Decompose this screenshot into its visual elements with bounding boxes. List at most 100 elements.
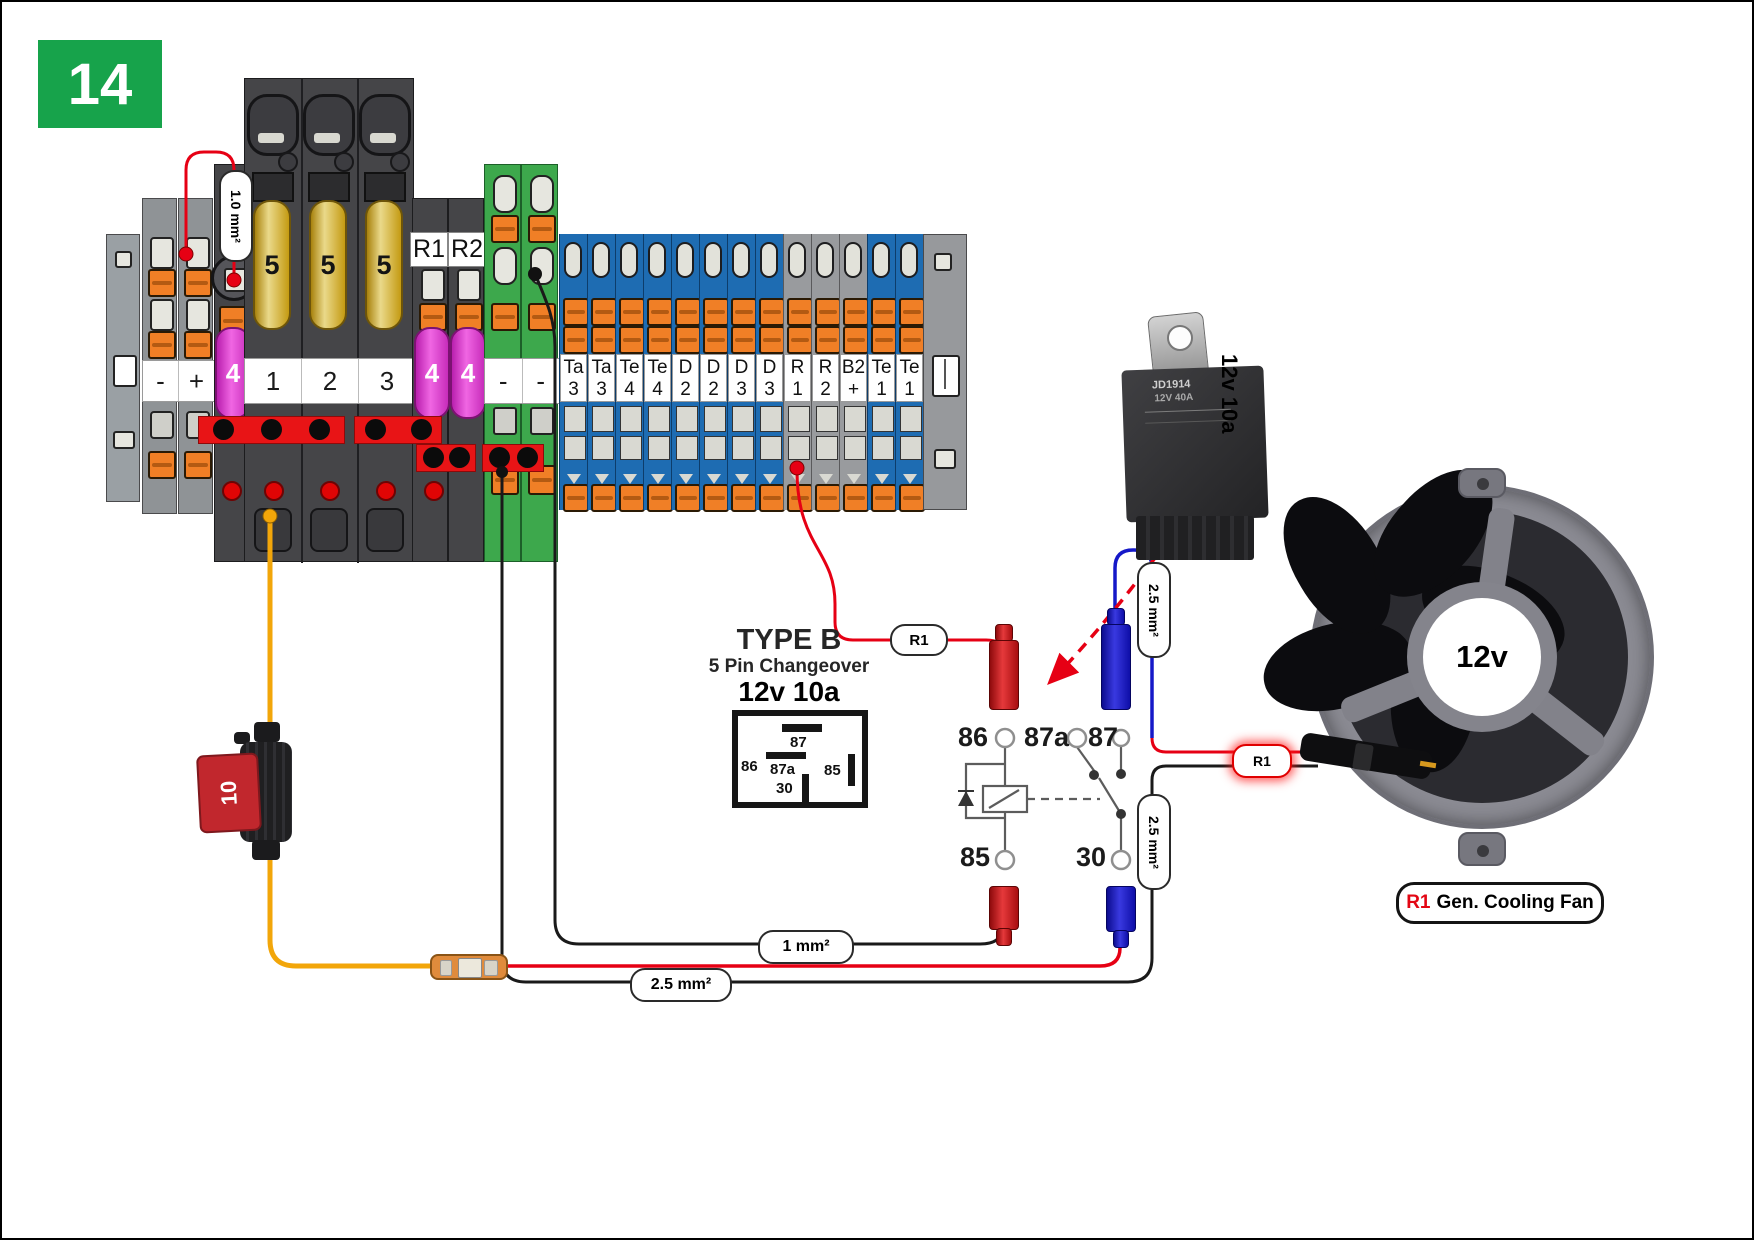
butt-splice-connector (430, 954, 508, 980)
fuse-holder-top-nub (254, 722, 280, 742)
wire-red-main-feed (506, 936, 1122, 968)
schem-pin-85: 85 (960, 842, 991, 872)
terminal-entry-hole (732, 242, 750, 278)
relay-fuse-4-r1: 4 (414, 327, 450, 419)
label-load-size-top: 2.5 mm² (1137, 562, 1171, 658)
relay-marking-2: 12V 40A (1154, 392, 1194, 405)
jumper-bar-3 (416, 444, 476, 472)
connector-30-tip (1113, 930, 1129, 948)
label-load-size-return: 2.5 mm² (1137, 794, 1171, 890)
relay-photo-caption: 12v 10a (1217, 354, 1242, 434)
label-load-size-bottom: 2.5 mm² (630, 968, 732, 1002)
schem-pin-87a: 87a (1024, 722, 1070, 752)
wire-yellow-feed-bottom (267, 855, 435, 969)
relay-photo-body: JD1914 12V 40A (1121, 365, 1269, 523)
connector-86-red (989, 640, 1019, 710)
wire-black-coil-ground (533, 273, 1004, 946)
terminal-entry-hole (900, 242, 918, 278)
connector-30-blue (1106, 886, 1136, 932)
schem-pin-30: 30 (1076, 842, 1107, 872)
terminal-entry-hole (872, 242, 890, 278)
wire-supply-red (184, 150, 236, 280)
relay-spec-rating: 12v 10a (738, 676, 840, 707)
circuit-number-strip: 1 2 3 (244, 358, 416, 404)
blade-fuse-5a-3: 5 (365, 200, 403, 330)
fan-voltage-label: 12v (1456, 639, 1508, 674)
connector-87-blue (1101, 624, 1131, 710)
blade-fuse-5a-1: 5 (253, 200, 291, 330)
status-dot-1 (222, 481, 242, 501)
label-fan-connector-tag: R1 (1232, 744, 1292, 778)
fan-mount-ear-bottom (1458, 832, 1506, 866)
fuse3-lever-hole (359, 94, 411, 156)
terminal-entry-hole (760, 242, 778, 278)
relay-pinout-box: 87 87a 86 85 30 (732, 710, 868, 808)
relay-spec-title: TYPE B (736, 624, 842, 656)
fan-tag-text: Gen. Cooling Fan (1436, 892, 1594, 913)
wire-red-fan (1150, 737, 1318, 754)
terminal-entry-hole (704, 242, 722, 278)
terminal-entry-hole (620, 242, 638, 278)
terminal-entry-hole (816, 242, 834, 278)
terminal-entry-hole (592, 242, 610, 278)
relay-marking-1: JD1914 (1151, 378, 1191, 392)
ground-minus-2: - (536, 365, 546, 396)
terminal-entry-hole (564, 242, 582, 278)
status-dot-2 (264, 481, 284, 501)
step-number: 14 (67, 51, 133, 117)
plus-label: + (188, 365, 205, 396)
terminal-label: B2+ (840, 354, 867, 402)
fan-mount-ear-top (1458, 468, 1506, 498)
label-coil-ground-size: 1 mm² (758, 930, 854, 964)
circuit-2-label: 2 (302, 359, 359, 403)
schem-pin-87: 87 (1088, 722, 1119, 752)
relay-spec-subtitle: 5 Pin Changeover (708, 656, 870, 677)
fan-id-tag: R1 Gen. Cooling Fan (1396, 882, 1604, 924)
schematic-lines (964, 746, 1123, 851)
terminal-entry-hole (676, 242, 694, 278)
supply-terminal-minus (142, 198, 177, 514)
label-relay-wire-tag: R1 (890, 624, 948, 656)
ground-label-strip: - - (484, 358, 560, 404)
din-end-bracket-left (106, 234, 140, 502)
relay-photo-base (1136, 516, 1254, 560)
fan-hub: 12v (1423, 598, 1541, 716)
pinout-87a: 87a (770, 761, 796, 778)
connector-85-tip (996, 928, 1012, 946)
strip-terminal-B2+: B2+ (839, 234, 869, 512)
relay-fuse-4-r2: 4 (450, 327, 486, 419)
step-number-badge: 14 (38, 40, 162, 128)
fuse2-lever-hole (303, 94, 355, 156)
status-dot-4 (376, 481, 396, 501)
terminal-entry-hole (788, 242, 806, 278)
terminal-entry-hole (844, 242, 862, 278)
polarity-label-strip: - + (142, 360, 215, 402)
schem-pin-86: 86 (958, 722, 989, 752)
jumper-bar-4 (482, 444, 544, 472)
fuse1-lever-hole (247, 94, 299, 156)
jumper-bar-1 (198, 416, 345, 444)
fuse-holder-bottom-nub (252, 840, 280, 860)
pinout-85: 85 (824, 762, 841, 779)
